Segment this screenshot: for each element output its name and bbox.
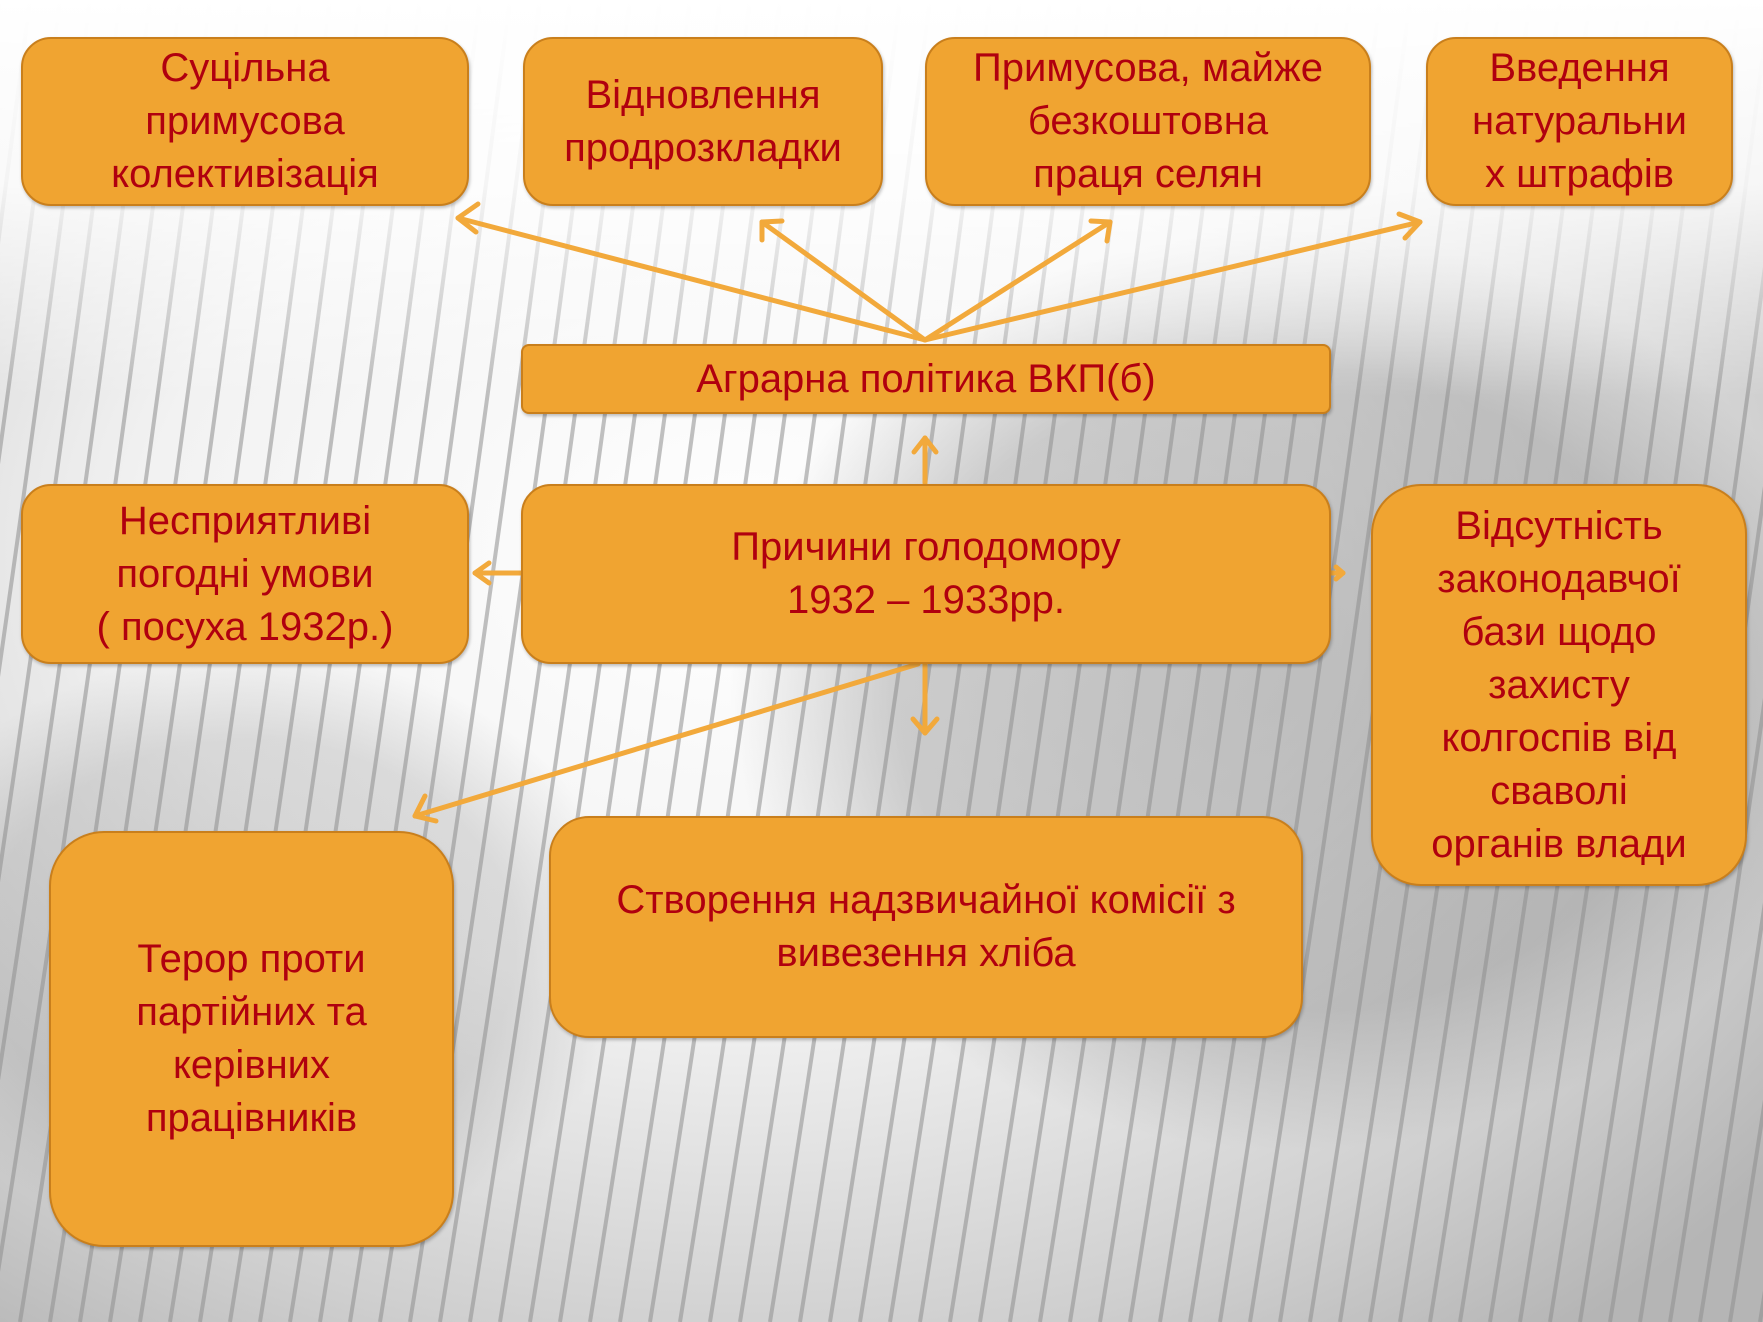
prodrozkladka-box: Відновлення продрозкладки (523, 37, 883, 206)
collectivization-box: Суцільна примусова колективізація (21, 37, 469, 206)
legislative-absence-box: Відсутність законодавчої бази щодо захис… (1371, 484, 1747, 886)
famine-causes-box: Причини голодомору 1932 – 1933рр. (521, 484, 1331, 664)
weather-conditions-box: Несприятливі погодні умови ( посуха 1932… (21, 484, 469, 664)
agrarian-policy-box: Аграрна політика ВКП(б) (521, 344, 1331, 414)
terror-box: Терор проти партійних та керівних праців… (49, 831, 454, 1247)
forced-labor-box: Примусова, майже безкоштовна праця селян (925, 37, 1371, 206)
emergency-commission-box: Створення надзвичайної комісії з вивезен… (549, 816, 1303, 1038)
natural-fines-box: Введення натуральни х штрафів (1426, 37, 1733, 206)
